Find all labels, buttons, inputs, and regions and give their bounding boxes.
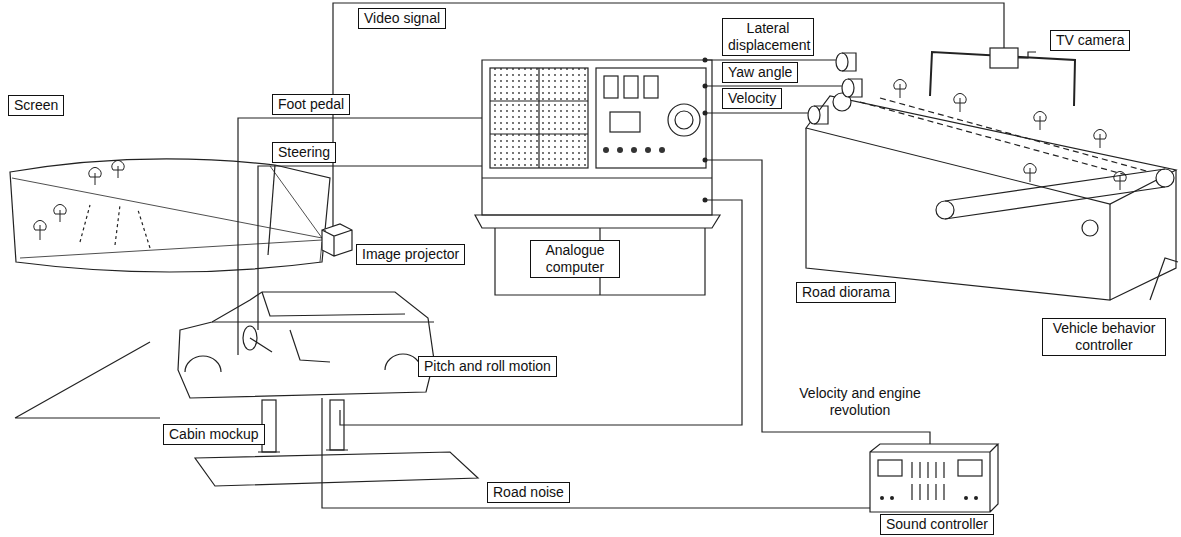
signal-label: Velocity and engine revolution xyxy=(785,385,935,419)
label-box: Vehicle behavior controller xyxy=(1042,318,1166,356)
label-text: Image projector xyxy=(362,246,459,262)
label-box: Screen xyxy=(8,95,64,116)
label-text: Vehicle behavior controller xyxy=(1053,320,1156,353)
label-text: Steering xyxy=(278,144,330,160)
label-box: Yaw angle xyxy=(722,62,798,83)
label-text: Cabin mockup xyxy=(169,426,259,442)
label-text: Velocity xyxy=(728,90,776,106)
label-box: Cabin mockup xyxy=(163,424,265,445)
label-box: Lateral displacement xyxy=(722,18,814,56)
label-box: Velocity xyxy=(722,88,782,109)
label-text: Foot pedal xyxy=(278,96,344,112)
label-box: Analogue computer xyxy=(530,240,620,278)
label-text: Analogue computer xyxy=(545,242,604,275)
label-box: Road diorama xyxy=(796,282,896,303)
label-box: Image projector xyxy=(356,244,465,265)
label-text: Video signal xyxy=(364,10,440,26)
label-text: Yaw angle xyxy=(728,64,792,80)
label-box: Sound controller xyxy=(880,514,994,535)
label-text: Velocity and engine revolution xyxy=(799,385,920,418)
label-box: Pitch and roll motion xyxy=(418,356,557,377)
label-box: Foot pedal xyxy=(272,94,350,115)
label-text: Screen xyxy=(14,97,58,113)
label-box: TV camera xyxy=(1050,30,1130,51)
label-text: Lateral displacement xyxy=(728,20,811,53)
label-box: Road noise xyxy=(487,482,570,503)
label-text: Sound controller xyxy=(886,516,988,532)
label-box: Steering xyxy=(272,142,336,163)
label-box: Video signal xyxy=(358,8,446,29)
label-text: Road diorama xyxy=(802,284,890,300)
label-text: TV camera xyxy=(1056,32,1124,48)
label-text: Pitch and roll motion xyxy=(424,358,551,374)
label-text: Road noise xyxy=(493,484,564,500)
